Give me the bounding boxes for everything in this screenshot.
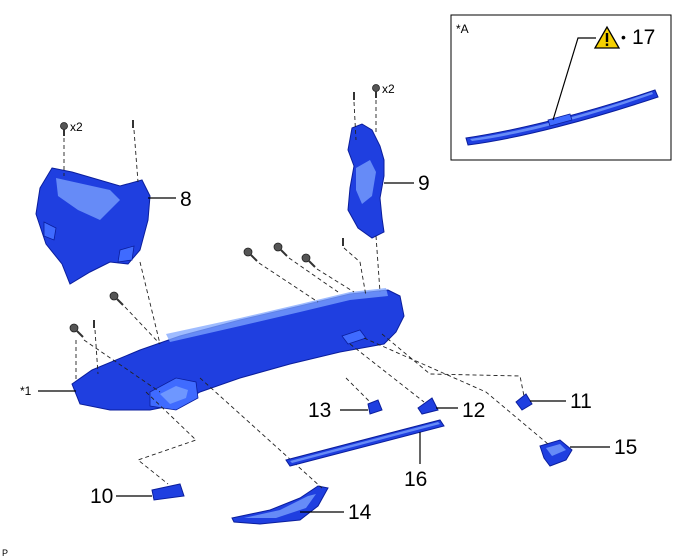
dash-15 <box>363 337 549 445</box>
callout-15: 15 <box>614 436 637 459</box>
inset-frame <box>450 14 672 161</box>
callout-13: 13 <box>308 399 331 422</box>
callout-14: 14 <box>348 501 372 524</box>
dash-9a <box>353 101 357 141</box>
dash-8b <box>133 129 139 183</box>
part-16-moulding <box>285 419 445 467</box>
warning-triangle-icon <box>593 25 621 49</box>
dash-b3 <box>94 329 99 375</box>
part-9-bracket <box>347 123 385 239</box>
dash-b8 <box>343 247 361 263</box>
screw-icon <box>372 84 380 98</box>
part-15-side-garnish <box>539 439 573 467</box>
callout-12: 12 <box>462 399 485 422</box>
dash-b2 <box>83 339 161 393</box>
dash-12 <box>349 343 425 403</box>
inset-label-star-a: *A <box>456 22 469 36</box>
callout-9: 9 <box>418 172 430 195</box>
callout-star-1: *1 <box>20 384 32 398</box>
dash-b6 <box>288 257 339 293</box>
callout-17: 17 <box>632 26 655 49</box>
dash-11 <box>381 333 525 397</box>
screw-icon <box>69 323 84 338</box>
dash-b4 <box>124 306 161 345</box>
leader-17 <box>552 37 596 121</box>
bullet-dot: • <box>621 29 626 45</box>
part-11-clip <box>515 393 533 411</box>
rear-bumper-cover <box>71 288 405 411</box>
part-13-clip <box>367 399 383 415</box>
dash-13 <box>345 377 371 403</box>
part-14-lower-garnish <box>231 485 329 525</box>
inset-clip <box>547 113 573 127</box>
dash-b7 <box>316 268 355 293</box>
dash-14 <box>199 377 323 489</box>
screw-icon <box>109 291 124 306</box>
dash-b9 <box>359 261 367 297</box>
callout-10: 10 <box>90 485 113 508</box>
screw-icon <box>273 242 288 257</box>
inset-moulding <box>465 89 659 146</box>
part-12-clip <box>417 397 439 415</box>
callout-8: 8 <box>180 188 192 211</box>
dash-b10 <box>375 235 381 293</box>
callout-11: 11 <box>570 390 592 413</box>
dash-10 <box>137 391 197 485</box>
callout-16: 16 <box>404 468 427 491</box>
part-10-reflector <box>151 483 185 501</box>
corner-mark: P <box>2 548 8 558</box>
screw-icon <box>60 122 68 136</box>
screw-icon <box>301 253 316 268</box>
dash-b11 <box>139 261 161 345</box>
qty-x2-left: x2 <box>70 120 83 134</box>
part-8-bracket <box>35 167 151 285</box>
screw-icon <box>243 247 258 262</box>
dash-b5 <box>258 262 319 303</box>
qty-x2-right: x2 <box>382 82 395 96</box>
